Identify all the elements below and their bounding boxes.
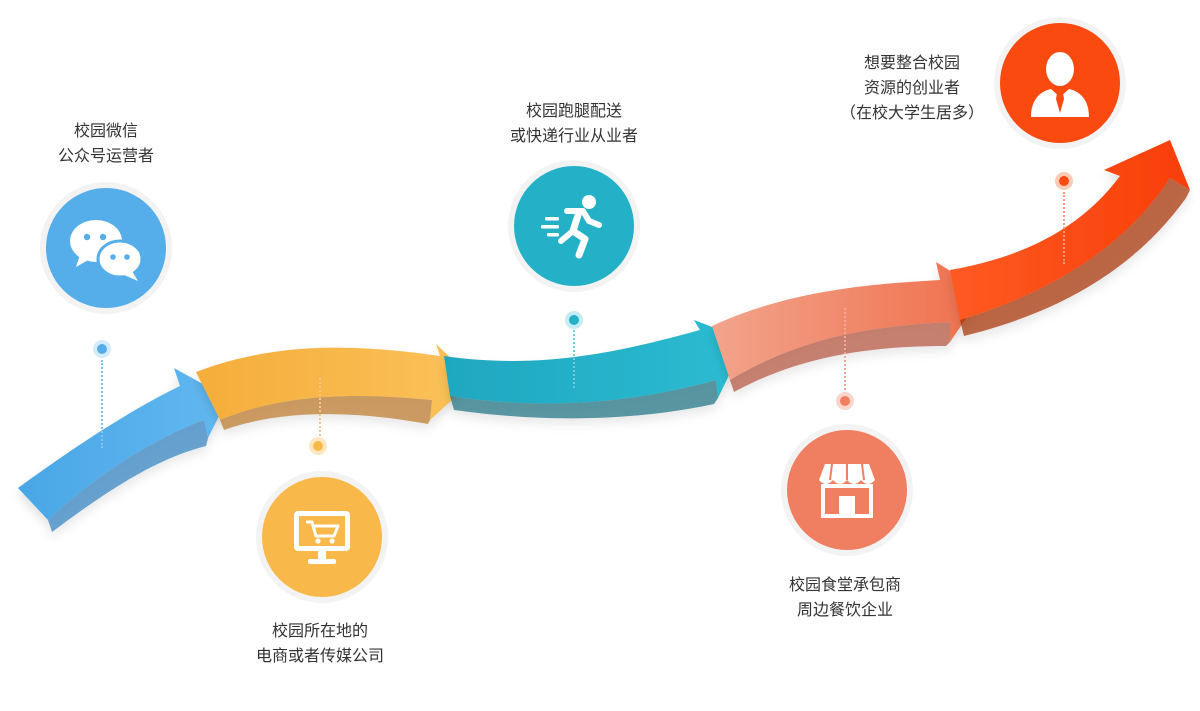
stage-founder-line-3: （在校大学生居多） xyxy=(839,103,985,122)
shopping-cart-monitor-icon xyxy=(294,511,350,564)
stage-founder-label: 想要整合校园 资源的创业者 （在校大学生居多） xyxy=(840,50,984,125)
stage-canteen-circle xyxy=(787,430,907,550)
stage-canteen-line-1: 校园食堂承包商 xyxy=(788,575,902,594)
running-person-icon xyxy=(541,195,602,259)
stage-merchant-dot xyxy=(313,441,323,451)
stage-merchant-line-2: 电商或者传媒公司 xyxy=(255,646,385,665)
stage-wechat-line-2: 公众号运营者 xyxy=(57,146,155,165)
stage-wechat-label: 校园微信 公众号运营者 xyxy=(58,118,154,168)
stage-founder-dot xyxy=(1059,176,1069,186)
storefront-icon xyxy=(819,463,875,518)
arrow-segment-salmon xyxy=(712,262,984,392)
stage-merchant-connector xyxy=(319,378,321,436)
stage-wechat-circle xyxy=(46,188,166,308)
person-tie-icon xyxy=(1031,52,1089,117)
arrow-segment-yellow xyxy=(196,344,474,430)
stage-founder-connector xyxy=(1063,192,1065,264)
stage-courier-connector xyxy=(573,330,575,388)
stage-canteen-label: 校园食堂承包商 周边餐饮企业 xyxy=(789,572,901,622)
arrow-segment-teal xyxy=(444,320,746,419)
stage-courier-line-2: 或快递行业从业者 xyxy=(509,126,639,145)
arrow-segment-red xyxy=(950,140,1190,336)
stage-courier-label: 校园跑腿配送 或快递行业从业者 xyxy=(510,98,638,148)
stage-wechat-connector xyxy=(101,360,103,448)
stage-canteen-line-2: 周边餐饮企业 xyxy=(796,600,894,619)
stage-courier-dot xyxy=(569,315,579,325)
stage-canteen-connector xyxy=(844,308,846,390)
stage-merchant-label: 校园所在地的 电商或者传媒公司 xyxy=(256,618,384,668)
stage-courier-circle xyxy=(514,166,634,286)
stage-founder-line-1: 想要整合校园 xyxy=(863,53,961,72)
wechat-icon xyxy=(70,220,144,281)
stage-courier-line-1: 校园跑腿配送 xyxy=(525,101,623,120)
stage-founder-circle xyxy=(1000,23,1120,143)
arrow-segment-blue xyxy=(18,368,228,532)
stage-wechat-line-1: 校园微信 xyxy=(73,121,139,140)
stage-founder-line-2: 资源的创业者 xyxy=(863,78,961,97)
stage-canteen-dot xyxy=(840,396,850,406)
stage-wechat-dot xyxy=(97,344,107,354)
stage-merchant-line-1: 校园所在地的 xyxy=(271,621,369,640)
stage-merchant-circle xyxy=(262,477,382,597)
